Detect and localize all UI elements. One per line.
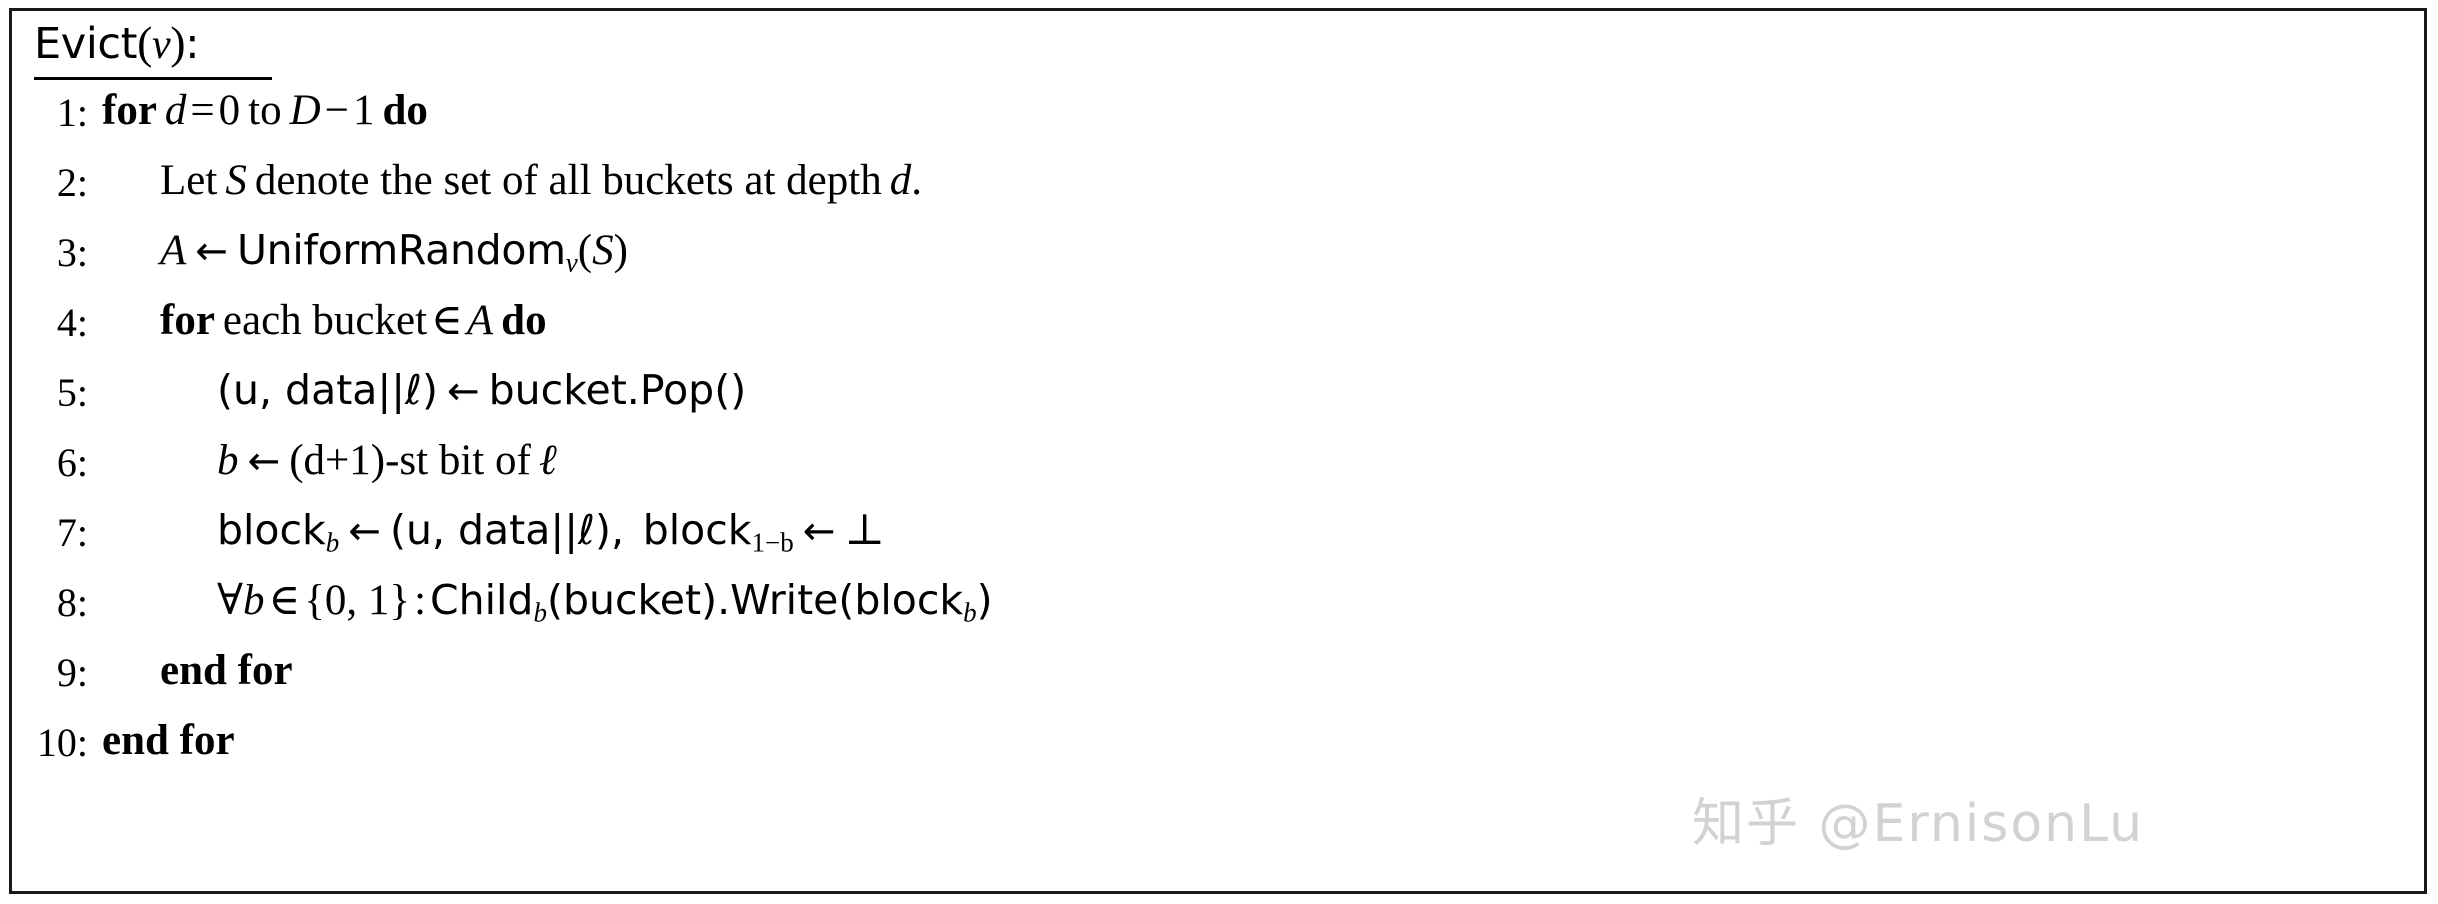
line-number: 8: (56, 580, 88, 625)
variable-d: d (164, 87, 187, 134)
line-content: blockb←(u, data||ℓ), block1−b←⊥ (217, 509, 885, 557)
line-content: end for (160, 649, 293, 692)
algorithm-title-open-paren: ( (137, 17, 152, 68)
algorithm-line: 7: blockb←(u, data||ℓ), block1−b←⊥ (12, 509, 2424, 577)
subscript-b: b (533, 597, 547, 628)
keyword-do: do (382, 87, 428, 134)
assign-arrow-icon: ← (247, 439, 281, 484)
variable-ell: ℓ (538, 435, 557, 485)
argument-bucket: (bucket) (546, 576, 718, 624)
keyword-do: do (501, 297, 547, 344)
variable-A: A (466, 297, 494, 344)
variable-D: D (289, 87, 321, 134)
algorithm-title-close-paren: ) (170, 17, 186, 68)
variable-b: b (242, 577, 265, 624)
line-number: 3: (56, 230, 88, 275)
function-child: Child (430, 576, 534, 624)
line-number: 10: (36, 720, 88, 765)
symbol-bottom: ⊥ (844, 507, 885, 554)
line-number: 9: (56, 650, 88, 695)
keyword-end-for: end for (160, 647, 293, 694)
phrase-each-bucket: each bucket (222, 297, 428, 344)
number-one: 1 (352, 87, 375, 134)
assign-arrow-icon: ← (195, 229, 228, 274)
identifier-block: block (854, 576, 964, 624)
assign-arrow-icon: ← (446, 369, 480, 414)
operator-element-of: ∈ (431, 297, 463, 344)
word-let: Let (160, 157, 218, 204)
method-write: .Write( (717, 576, 855, 624)
open-paren: ( (577, 227, 593, 274)
subscript-b: b (963, 597, 977, 628)
line-content: ∀b∈{0, 1}:Childb(bucket).Write(blockb) (217, 579, 993, 627)
close-paren: ) (613, 227, 628, 274)
variable-d: d (889, 157, 912, 204)
colon-separator: : (414, 577, 427, 624)
keyword-for: for (102, 87, 157, 134)
set-zero-one: {0, 1} (304, 577, 411, 624)
tuple-u-data-label: (u, data||ℓ), (389, 506, 624, 554)
line-content: A←UniformRandomν(S) (160, 229, 628, 277)
line-content: end for (102, 719, 235, 762)
keyword-for: for (160, 297, 215, 344)
argument-S: S (592, 227, 614, 274)
algorithm-line: 5: (u, data||ℓ)←bucket.Pop() (12, 369, 2424, 437)
variable-S: S (225, 157, 247, 204)
operator-element-of: ∈ (268, 577, 301, 624)
phrase-denote: denote the set of all buckets at depth (254, 157, 882, 204)
function-uniform-random: UniformRandom (236, 226, 566, 274)
subscript-one-minus-b: 1−b (751, 527, 794, 558)
keyword-to: to (248, 87, 282, 134)
assign-arrow-icon: ← (802, 509, 836, 554)
algorithm-line: 8: ∀b∈{0, 1}:Childb(bucket).Write(blockb… (12, 579, 2424, 647)
algorithm-line: 3: A←UniformRandomν(S) (12, 229, 2424, 297)
algorithm-line: 10: end for (12, 719, 2424, 787)
line-number: 6: (56, 440, 88, 485)
close-paren: ) (976, 576, 993, 624)
keyword-end-for: end for (102, 717, 235, 764)
algorithm-title-colon: : (185, 19, 200, 69)
subscript-b: b (325, 527, 340, 558)
number-zero: 0 (218, 87, 241, 134)
zhihu-watermark: 知乎 @ErnisonLu (1692, 794, 2145, 854)
operator-minus: − (324, 87, 349, 134)
algorithm-title: Evict(ν): (34, 17, 200, 69)
symbol-forall: ∀ (217, 577, 243, 624)
line-number: 5: (56, 370, 88, 415)
algorithm-line: 9: end for (12, 649, 2424, 717)
title-underline-rule (34, 77, 272, 80)
line-number: 4: (56, 300, 88, 345)
line-content: (u, data||ℓ)←bucket.Pop() (217, 369, 746, 412)
variable-A: A (160, 227, 187, 274)
identifier-block: block (642, 506, 752, 554)
algorithm-title-name: Evict (34, 19, 138, 69)
assign-arrow-icon: ← (348, 509, 381, 554)
variable-b: b (217, 437, 239, 484)
tuple-u-data-label: (u, data||ℓ) (217, 366, 438, 414)
identifier-block: block (217, 506, 326, 554)
line-number: 2: (56, 160, 88, 205)
period: . (911, 157, 922, 204)
algorithm-title-param: ν (152, 22, 171, 68)
line-number: 1: (56, 90, 88, 135)
expression-bit-index: (d+1)-st bit of (289, 437, 531, 484)
call-bucket-pop: bucket.Pop() (488, 366, 747, 414)
subscript-nu: ν (565, 247, 578, 278)
line-number: 7: (56, 510, 88, 555)
operator-equals: = (190, 87, 215, 134)
